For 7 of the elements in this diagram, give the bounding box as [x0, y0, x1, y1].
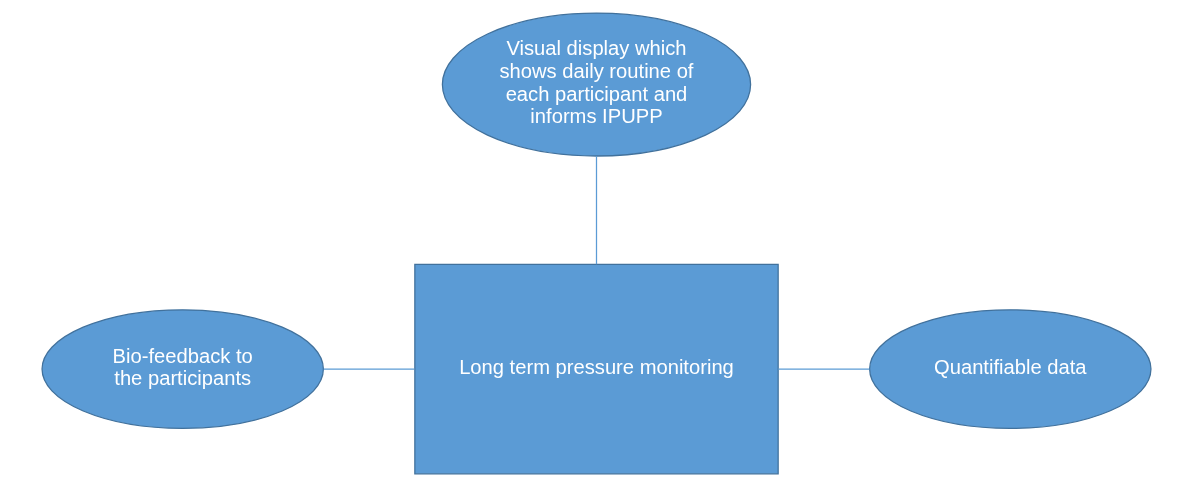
- connector: [322, 368, 415, 370]
- node-ellipse: Quantifiable data: [868, 309, 1152, 430]
- connector: [777, 368, 870, 370]
- connector: [595, 155, 597, 265]
- node-box: Long term pressure monitoring: [413, 263, 779, 475]
- node-ellipse: Visual display which shows daily routine of each participant and informs IPUPP: [441, 12, 751, 157]
- node-ellipse: Bio-feedback to the participants: [40, 309, 324, 430]
